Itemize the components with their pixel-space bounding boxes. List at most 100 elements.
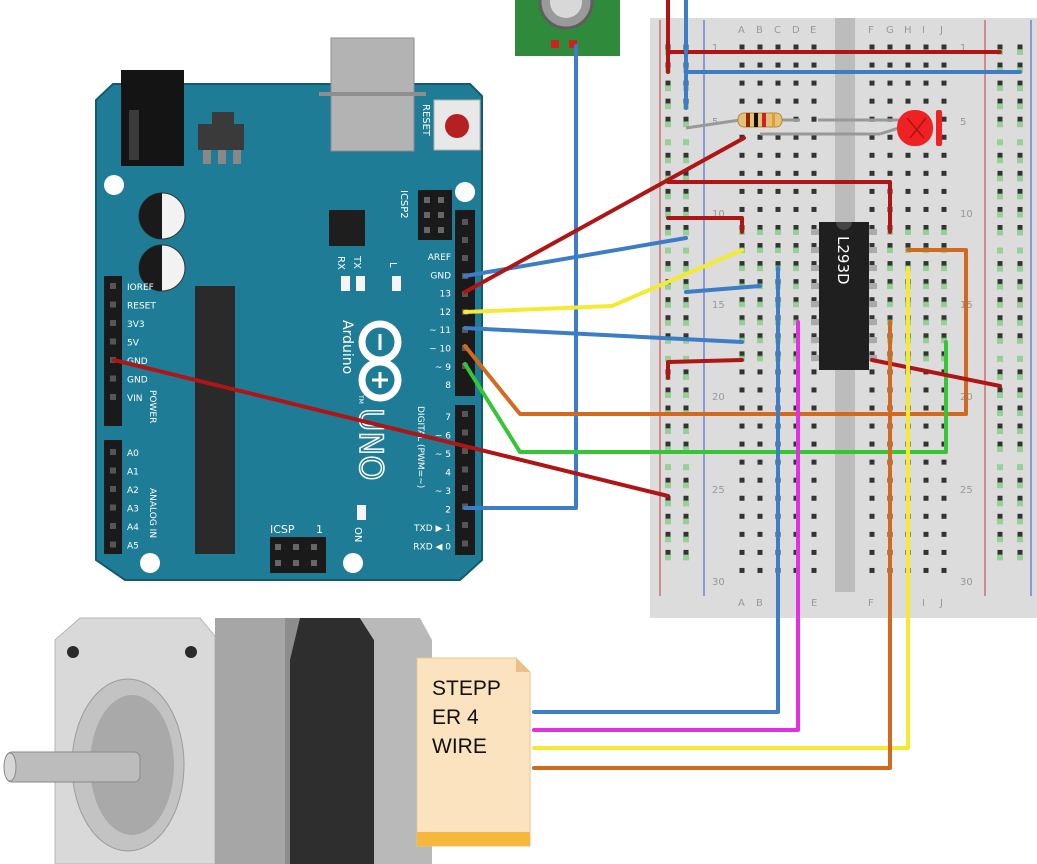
sensor-pad <box>551 40 559 48</box>
breadboard-hole <box>941 297 947 303</box>
breadboard-hole <box>739 243 745 249</box>
rail-hole <box>1017 116 1023 122</box>
breadboard-hole <box>923 459 929 465</box>
breadboard-hole <box>739 261 745 267</box>
breadboard-hole <box>923 549 929 555</box>
breadboard-hole <box>905 62 911 68</box>
stepper-motor <box>3 617 432 864</box>
row-label: 10 <box>712 209 725 220</box>
note-corner <box>516 658 530 672</box>
icsp2-pin <box>438 212 444 218</box>
usb-interface-chip <box>329 210 365 246</box>
connected-hole <box>683 500 689 507</box>
connected-hole <box>997 391 1003 398</box>
header-pin <box>110 283 116 289</box>
rail-hole <box>997 333 1003 339</box>
breadboard-hole <box>811 405 817 411</box>
breadboard-hole <box>941 513 947 519</box>
power-pin-label: 3V3 <box>127 320 145 330</box>
breadboard-hole <box>905 170 911 176</box>
chip-leg <box>869 283 877 289</box>
row-label: 10 <box>960 209 973 220</box>
connected-hole <box>793 265 799 272</box>
breadboard-hole <box>739 459 745 465</box>
breadboard-hole <box>757 98 763 104</box>
rail-hole <box>1017 152 1023 158</box>
breadboard-hole <box>941 567 947 573</box>
power-header <box>104 276 122 426</box>
connected-hole <box>887 301 893 308</box>
breadboard-hole <box>923 495 929 501</box>
column-label: C <box>774 25 781 36</box>
rail-hole <box>665 495 671 501</box>
breadboard-hole <box>775 225 781 230</box>
rail-hole <box>665 170 671 176</box>
connected-hole <box>997 247 1003 254</box>
connected-hole <box>997 193 1003 200</box>
breadboard-hole <box>793 297 799 303</box>
breadboard-hole <box>757 333 763 339</box>
rail-hole <box>665 225 671 230</box>
reset-button[interactable] <box>445 114 469 138</box>
note-line-3: WIRE <box>432 735 487 758</box>
breadboard-hole <box>739 315 745 321</box>
breadboard-hole <box>811 134 817 140</box>
rail-hole <box>1017 44 1023 50</box>
breadboard-hole <box>775 134 781 140</box>
connected-hole <box>1017 410 1023 416</box>
rail-hole <box>997 225 1003 230</box>
rail-hole <box>683 170 689 176</box>
breadboard-hole <box>757 297 763 303</box>
l293d-chip: L293D <box>811 222 877 370</box>
breadboard-hole <box>739 188 745 194</box>
chip-leg <box>811 319 819 325</box>
breadboard-hole <box>869 459 875 465</box>
sensor-module <box>515 0 620 56</box>
chip-body <box>819 222 869 370</box>
rail-hole <box>683 513 689 519</box>
digital-pin-label: TXD ▶ 1 <box>413 524 451 534</box>
column-label: E <box>811 598 817 609</box>
rail-hole <box>997 405 1003 411</box>
connected-hole <box>793 247 799 254</box>
connected-hole <box>997 373 1003 380</box>
connected-hole <box>1017 355 1023 362</box>
breadboard-hole <box>905 98 911 104</box>
breadboard-hole <box>923 405 929 411</box>
regulator-pin <box>233 150 241 164</box>
rail-hole <box>665 188 671 194</box>
wire-red <box>666 180 892 234</box>
motor-screw-hole <box>67 646 79 658</box>
icsp2-pin <box>424 212 430 218</box>
breadboard-hole <box>775 80 781 86</box>
rail-hole <box>997 369 1003 375</box>
chip-leg <box>869 319 877 325</box>
breadboard-hole <box>793 44 799 50</box>
connected-hole <box>683 283 689 290</box>
breadboard-hole <box>941 44 947 50</box>
note-paper <box>416 657 531 847</box>
rail-hole <box>1017 387 1023 393</box>
connected-hole <box>665 554 671 561</box>
digital-header-bottom <box>455 405 475 555</box>
connected-hole <box>1017 428 1023 435</box>
power-pin-label: GND <box>127 376 148 386</box>
rail-hole <box>1017 297 1023 303</box>
digital-pin-label: ~ 5 <box>435 450 451 460</box>
row-label: 30 <box>712 577 725 588</box>
wire-orange <box>463 248 968 416</box>
breadboard-hole <box>923 513 929 519</box>
connected-hole <box>683 464 689 471</box>
note-line-1: STEPP <box>432 677 501 700</box>
analog-pin-label: A5 <box>127 542 139 552</box>
row-label: 25 <box>960 485 973 496</box>
header-pin <box>110 394 116 400</box>
note-line-2: ER 4 <box>432 706 479 729</box>
analog-pin-label: A0 <box>127 449 139 459</box>
connected-hole <box>923 301 929 308</box>
wire-blue <box>684 284 762 294</box>
arduino-pin-labels: IOREFRESET3V35VGNDGNDVINA0A1A2A3A4A5AREF… <box>127 253 451 553</box>
on-label: ON <box>352 527 363 542</box>
l-led <box>392 276 401 291</box>
mounting-hole <box>343 553 363 573</box>
